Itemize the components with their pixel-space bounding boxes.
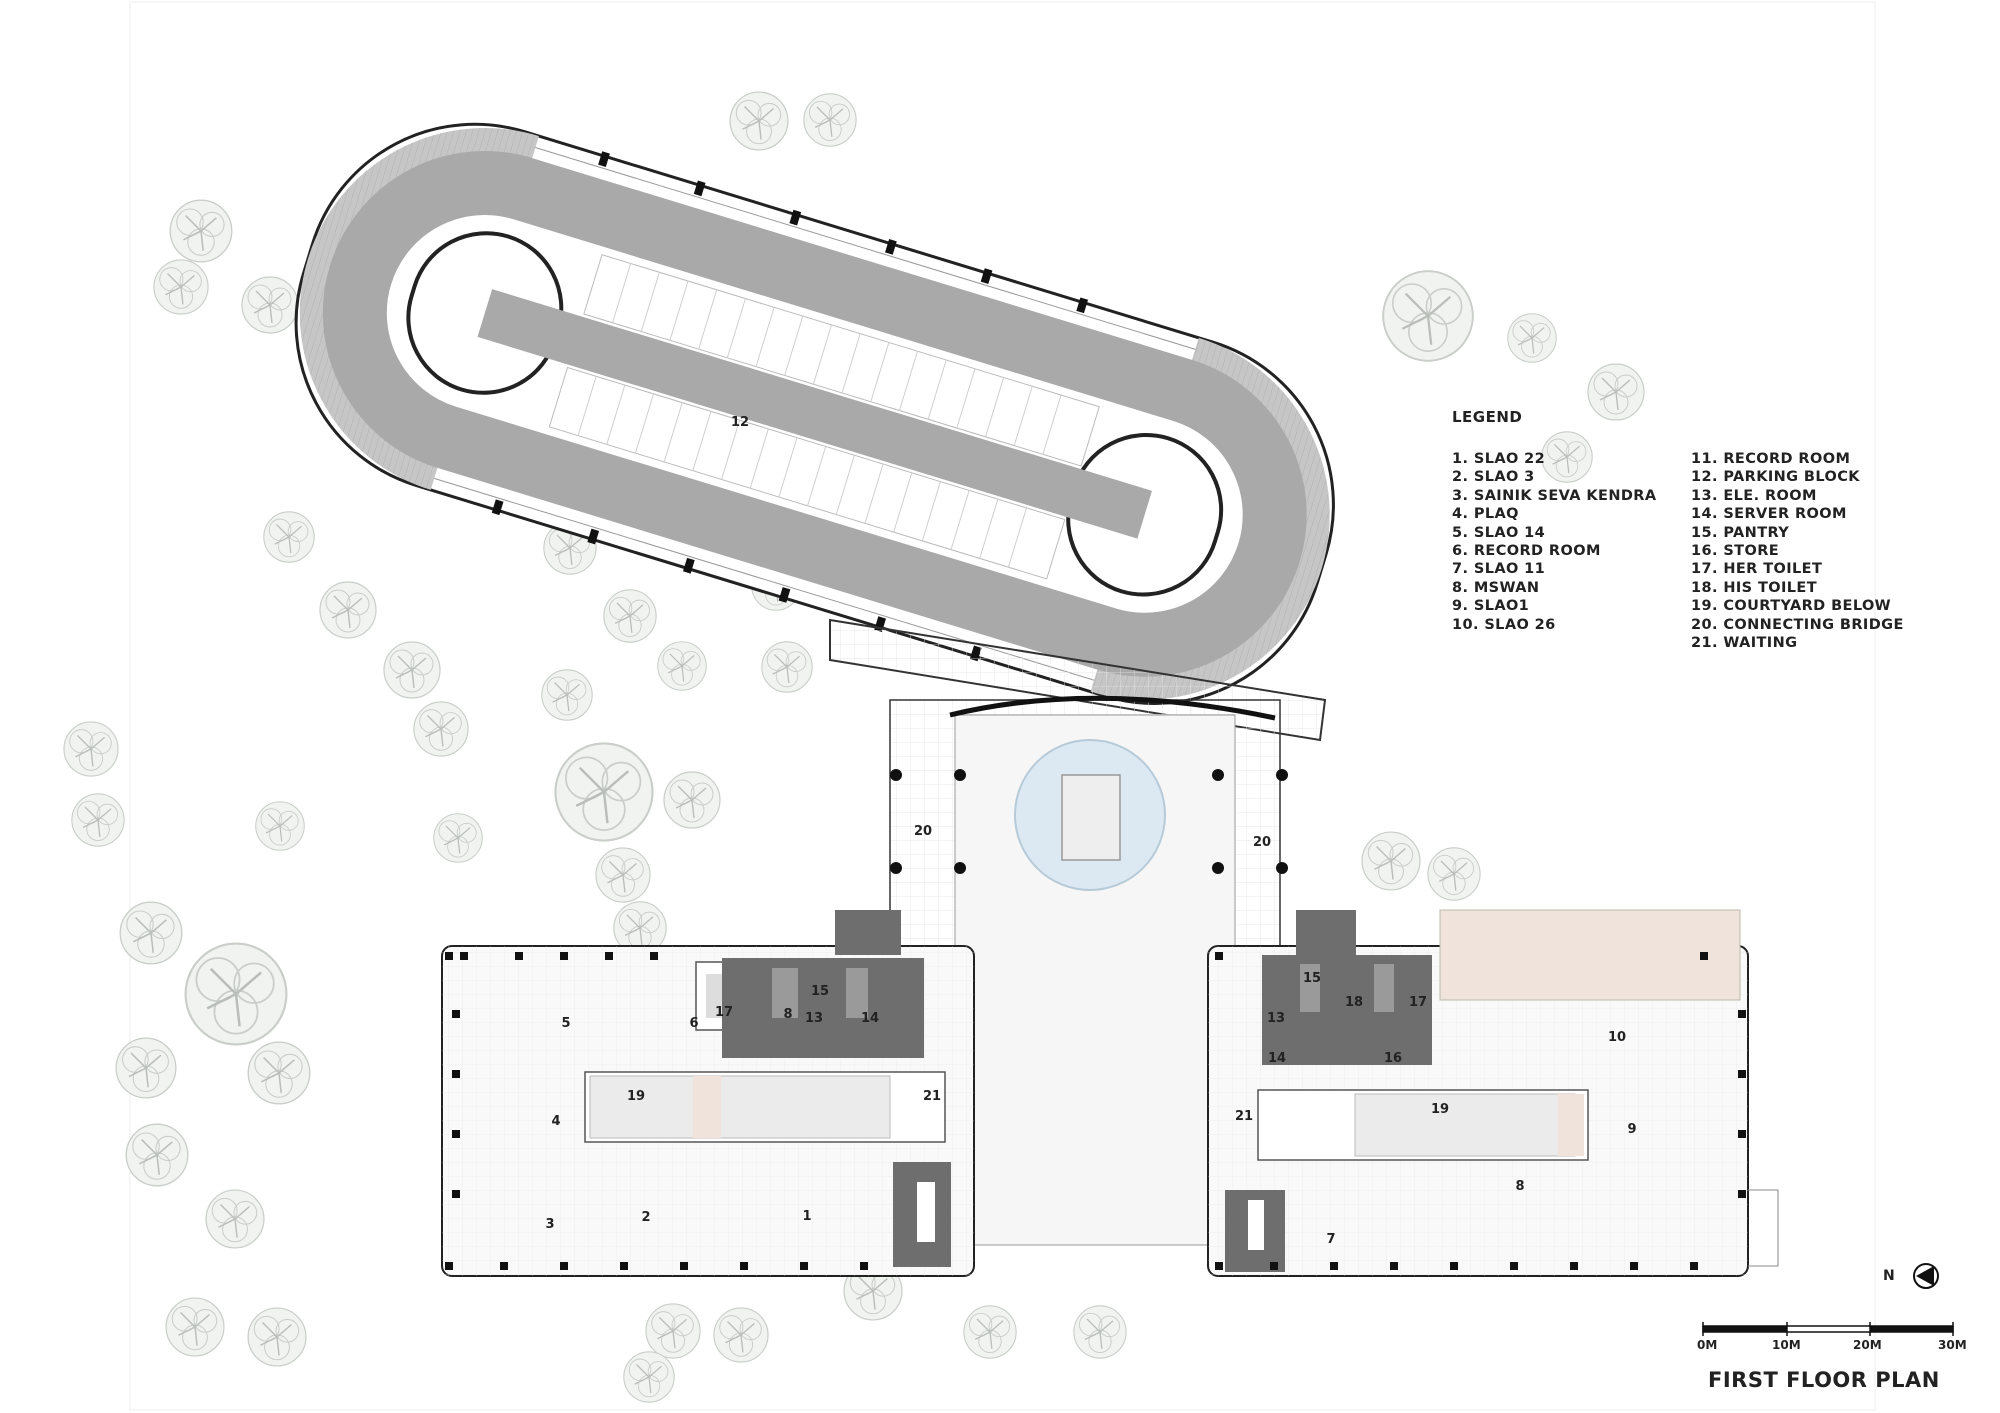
legend-item: 1. SLAO 22 xyxy=(1452,451,1546,467)
north-arrow-icon xyxy=(1913,1263,1939,1289)
scale-label-0: 0M xyxy=(1697,1338,1718,1352)
label-room-15-right: 15 xyxy=(1303,971,1321,986)
atrium-bridge xyxy=(829,618,1327,1246)
label-room-18: 18 xyxy=(1345,995,1363,1010)
label-room-19-left: 19 xyxy=(627,1089,645,1104)
legend: LEGEND 1. SLAO 22 2. SLAO 3 3. SAINIK SE… xyxy=(1452,408,1904,652)
legend-item: 10. SLAO 26 xyxy=(1452,616,1556,633)
scale-label-20: 20M xyxy=(1853,1338,1882,1352)
legend-item: 20. CONNECTING BRIDGE xyxy=(1691,616,1904,633)
scale-label-30: 30M xyxy=(1938,1338,1967,1352)
legend-item: 16. STORE xyxy=(1691,543,1780,560)
label-room-9: 9 xyxy=(1627,1122,1636,1137)
right-office-wing xyxy=(1207,909,1779,1277)
legend-column-1: 1. SLAO 22 2. SLAO 3 3. SAINIK SEVA KEND… xyxy=(1452,450,1667,652)
label-room-6: 6 xyxy=(689,1016,698,1031)
legend-item: 2. SLAO 3 xyxy=(1452,469,1535,486)
legend-item: 12. PARKING BLOCK xyxy=(1691,469,1860,486)
label-room-19-right: 19 xyxy=(1431,1102,1449,1117)
label-room-21-right: 21 xyxy=(1235,1109,1253,1124)
label-room-21-left: 21 xyxy=(923,1089,941,1104)
legend-item: 13. ELE. ROOM xyxy=(1691,487,1817,504)
legend-item: 18. HIS TOILET xyxy=(1691,579,1818,596)
legend-title: LEGEND xyxy=(1452,408,1523,426)
legend-item: 21. WAITING xyxy=(1691,635,1798,652)
legend-item: 3. SAINIK SEVA KENDRA xyxy=(1452,487,1657,504)
left-office-wing xyxy=(441,910,975,1277)
legend-item: 4. PLAQ xyxy=(1452,506,1519,523)
label-room-8-left: 8 xyxy=(783,1007,792,1022)
north-label: N xyxy=(1883,1268,1895,1284)
legend-item: 5. SLAO 14 xyxy=(1452,524,1546,541)
scale-label-10: 10M xyxy=(1772,1338,1801,1352)
label-room-8-right: 8 xyxy=(1515,1179,1524,1194)
label-bridge-left: 20 xyxy=(914,824,932,839)
legend-item: 6. RECORD ROOM xyxy=(1452,543,1601,560)
label-room-10: 10 xyxy=(1608,1030,1626,1045)
label-bridge-right: 20 xyxy=(1253,835,1271,850)
legend-item: 17. HER TOILET xyxy=(1691,561,1823,578)
legend-item: 15. PANTRY xyxy=(1691,524,1790,541)
label-room-13-left: 13 xyxy=(805,1011,823,1026)
legend-item: 8. MSWAN xyxy=(1452,579,1540,596)
label-room-15-left: 15 xyxy=(811,984,829,999)
label-room-4: 4 xyxy=(551,1114,560,1129)
legend-item: 9. SLAO1 xyxy=(1452,598,1530,615)
parking-block xyxy=(294,122,1335,705)
label-room-16: 16 xyxy=(1384,1051,1402,1066)
label-room-5: 5 xyxy=(561,1016,570,1031)
label-parking: 12 xyxy=(731,415,749,430)
legend-item: 14. SERVER ROOM xyxy=(1691,506,1847,523)
label-room-1: 1 xyxy=(802,1209,811,1224)
scale-bar xyxy=(1702,1322,1954,1336)
legend-column-2: 11. RECORD ROOM 12. PARKING BLOCK 13. EL… xyxy=(1691,450,1904,652)
label-room-17-left: 17 xyxy=(715,1005,733,1020)
label-room-14-left: 14 xyxy=(861,1011,879,1026)
label-room-2: 2 xyxy=(641,1210,650,1225)
legend-item: 19. COURTYARD BELOW xyxy=(1691,598,1892,615)
label-room-7: 7 xyxy=(1326,1232,1335,1247)
legend-item: 11. RECORD ROOM xyxy=(1691,451,1851,467)
label-room-3: 3 xyxy=(545,1217,554,1232)
plan-title: FIRST FLOOR PLAN xyxy=(1708,1368,1940,1392)
label-room-14-right: 14 xyxy=(1268,1051,1286,1066)
label-room-17-right: 17 xyxy=(1409,995,1427,1010)
label-room-13-right: 13 xyxy=(1267,1011,1285,1026)
legend-item: 7. SLAO 11 xyxy=(1452,561,1546,578)
